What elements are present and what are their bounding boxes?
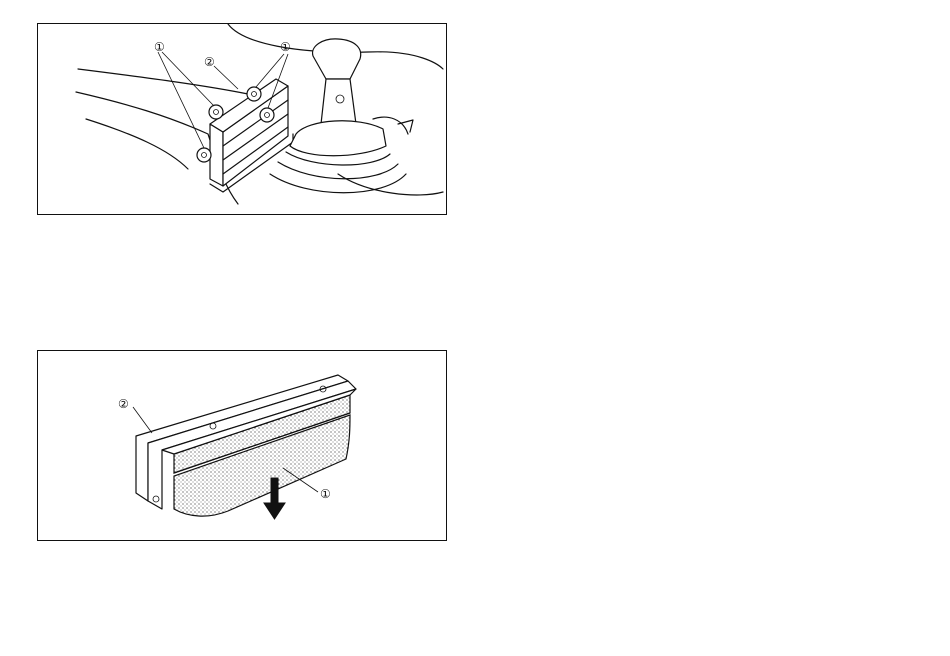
vent-removal-illustration: ② ① bbox=[38, 351, 445, 539]
callout-frame: ② bbox=[118, 397, 129, 411]
figure-vent-installed: ① ② ① bbox=[37, 23, 447, 215]
figure-vent-removal: ② ① bbox=[37, 350, 447, 541]
vent-installed-illustration: ① ② ① bbox=[38, 24, 445, 213]
callout-screw-left: ① bbox=[154, 40, 165, 54]
callout-filter: ① bbox=[320, 487, 331, 501]
callout-screw-right: ① bbox=[280, 40, 291, 54]
callout-vent: ② bbox=[204, 55, 215, 69]
